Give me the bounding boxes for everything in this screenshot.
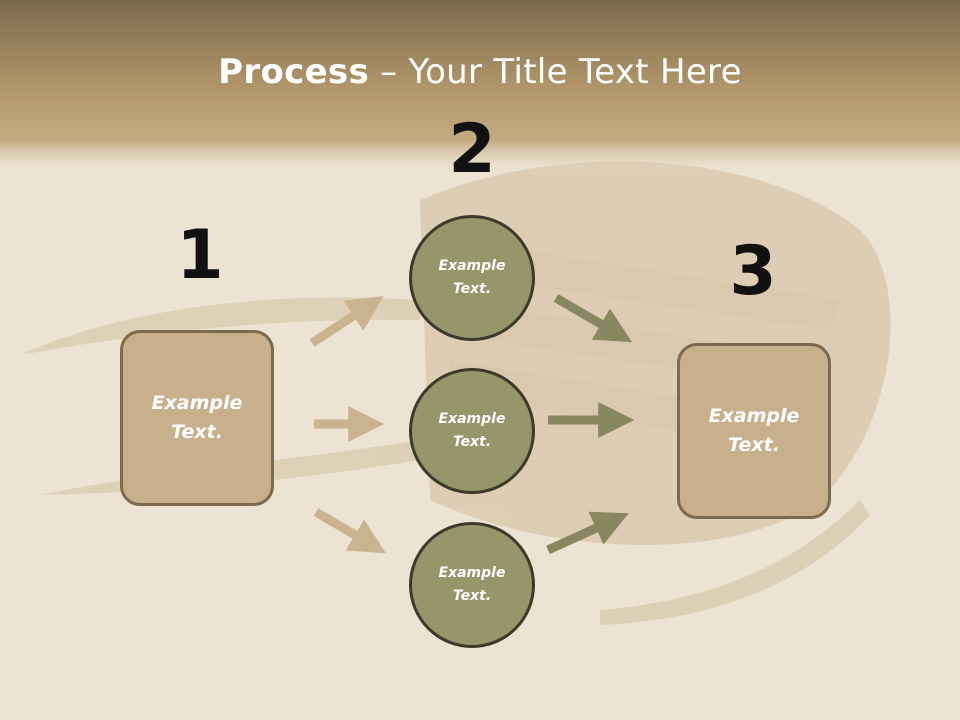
circle-bottom-line-2: Text. xyxy=(452,588,492,604)
left-text-box: Example Text. xyxy=(120,330,274,506)
left-box-line-2: Text. xyxy=(171,421,223,443)
right-text-box: Example Text. xyxy=(677,343,831,519)
left-box-line-1: Example xyxy=(151,392,243,414)
title-bold: Process xyxy=(218,52,370,92)
arrow-left-down xyxy=(313,508,386,554)
circle-middle-line-2: Text. xyxy=(452,434,492,450)
circle-top-line-1: Example xyxy=(438,258,506,274)
circle-bottom: Example Text. xyxy=(409,522,535,648)
arrow-left-up xyxy=(309,296,384,347)
slide-title: Process – Your Title Text Here xyxy=(0,52,960,92)
step-number-2: 2 xyxy=(448,110,496,189)
right-box-line-2: Text. xyxy=(728,434,780,456)
circle-middle: Example Text. xyxy=(409,368,535,494)
arrow-right-down xyxy=(553,294,633,343)
arrow-right-up xyxy=(546,511,629,555)
step-number-3: 3 xyxy=(729,232,777,311)
step-number-1: 1 xyxy=(176,216,224,295)
circle-top: Example Text. xyxy=(409,215,535,341)
title-rest: – Your Title Text Here xyxy=(369,52,742,92)
circle-middle-line-1: Example xyxy=(438,411,506,427)
right-box-line-1: Example xyxy=(708,405,800,427)
circle-top-line-2: Text. xyxy=(452,281,492,297)
circle-bottom-line-1: Example xyxy=(438,565,506,581)
